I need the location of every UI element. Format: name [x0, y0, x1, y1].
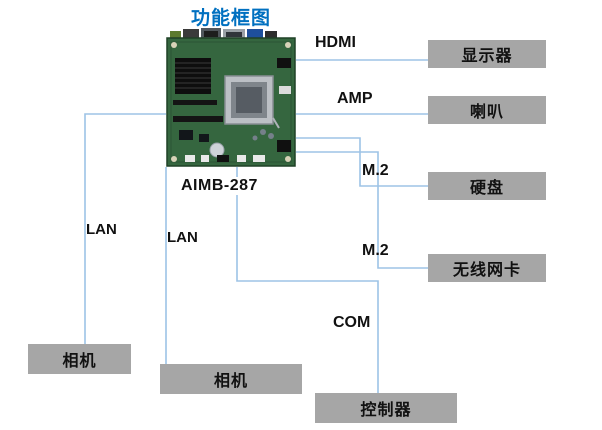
- node-wireless-nic: 无线网卡: [428, 254, 546, 282]
- heatsink: [175, 58, 211, 94]
- node-speaker: 喇叭: [428, 96, 546, 124]
- m2-disk-label: M.2: [362, 162, 389, 179]
- diagram-title: 功能框图: [190, 8, 271, 29]
- io-ports: [170, 28, 277, 40]
- cpu-socket: [224, 75, 280, 129]
- motherboard-photo: [165, 28, 297, 168]
- amp-label: AMP: [337, 90, 373, 107]
- m2-disk-line: [296, 137, 428, 187]
- node-camera-left: 相机: [28, 344, 131, 374]
- motherboard-graphic: [166, 28, 296, 167]
- m2-wifi-line: [296, 151, 428, 269]
- lan-mid-label: LAN: [167, 229, 198, 246]
- node-controller: 控制器: [315, 393, 457, 423]
- lan-left-line: [84, 113, 166, 344]
- com-line: [236, 167, 379, 393]
- m2-wifi-label: M.2: [362, 242, 389, 259]
- hdmi-label: HDMI: [315, 34, 356, 51]
- lan-left-label: LAN: [86, 221, 117, 238]
- node-display: 显示器: [428, 40, 546, 68]
- node-camera-mid: 相机: [160, 364, 302, 394]
- board-model-label: AIMB-287: [178, 177, 261, 195]
- node-hard-disk: 硬盘: [428, 172, 546, 200]
- com-label: COM: [333, 314, 371, 331]
